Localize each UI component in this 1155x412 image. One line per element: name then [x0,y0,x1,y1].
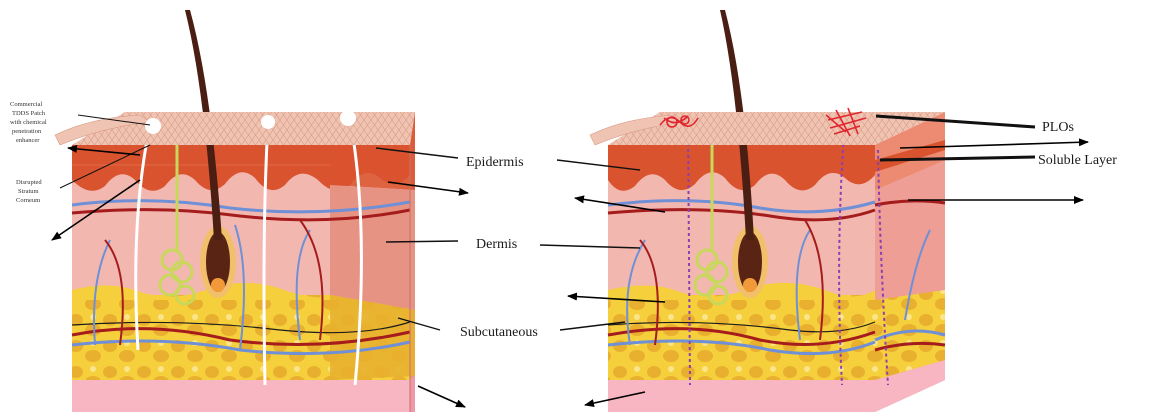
plos-label: PLOs [1042,120,1074,135]
small-labels: Commercial TDDS Patch with chemical pene… [10,101,47,204]
subcutaneous-label: Subcutaneous [460,325,538,340]
patch-label-line4: penetration [12,128,42,135]
patch-label-line1: Commercial [10,101,42,108]
patch-label-line3: with chemical [10,119,47,126]
soluble-layer-label: Soluble Layer [1038,153,1117,168]
right-fat [608,295,875,380]
disrupted-label-line2: Stratum [18,188,39,195]
epidermis-label: Epidermis [466,155,524,170]
dermis-label: Dermis [476,237,517,252]
disrupted-label-line1: Disrupted [16,179,42,186]
left-base-layer [72,380,410,412]
right-base-layer [608,380,875,412]
right-skin-block [590,10,945,412]
disrupted-label-line3: Corneum [16,197,40,204]
patch-label-line5: enhancer [16,137,40,144]
patch-label-line2: TDDS Patch [12,110,46,117]
left-base-side [410,376,415,412]
arrow-left-bottom [418,386,465,407]
left-skin-block [55,10,415,412]
